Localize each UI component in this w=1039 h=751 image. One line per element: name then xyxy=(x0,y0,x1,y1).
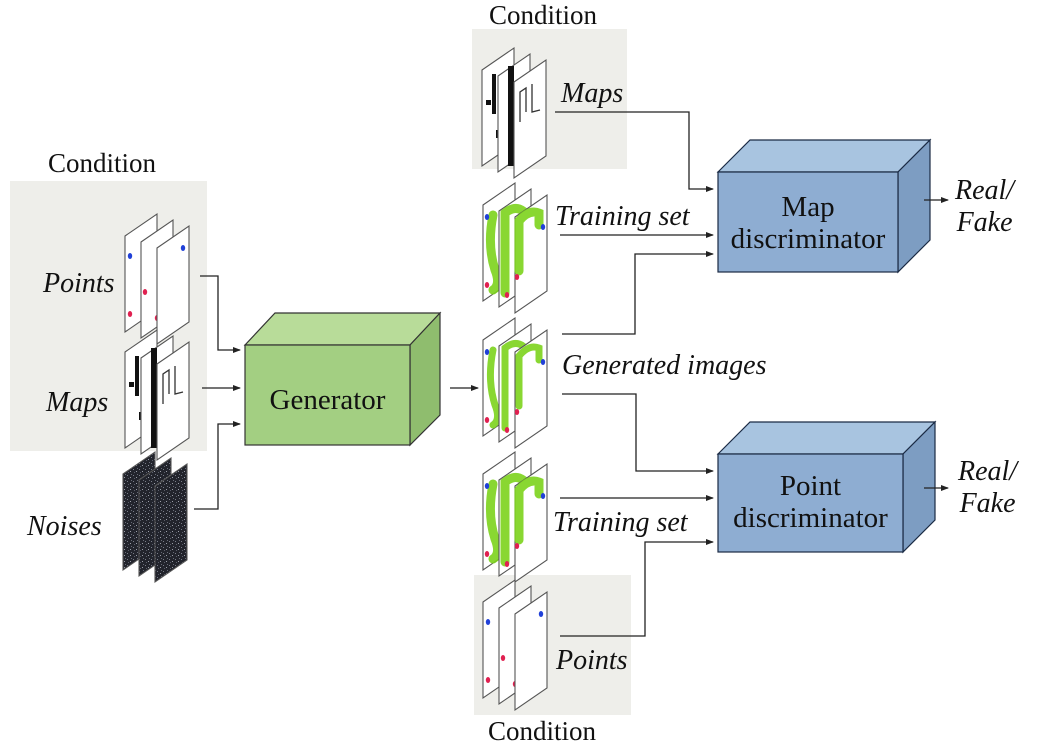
bottom-points-label: Points xyxy=(556,645,628,676)
generated-images-stack xyxy=(482,316,548,450)
point-discriminator-label-line2: discriminator xyxy=(733,502,888,535)
generated-to-map-discriminator-arrow xyxy=(562,251,714,335)
training-set-top-image-stack xyxy=(482,181,548,315)
map-output-real: Real/ xyxy=(955,175,1015,206)
point-discriminator-label-line1: Point xyxy=(779,470,842,502)
noises-to-generator-arrow xyxy=(194,421,241,510)
points-to-point-discriminator-arrow xyxy=(560,539,714,637)
map-discriminator-block xyxy=(716,138,932,274)
map-discriminator-label: Map discriminator xyxy=(718,191,898,256)
training-set-bottom-image-stack xyxy=(482,450,548,584)
training-set-top-label: Training set xyxy=(555,201,690,232)
top-maps-image-stack xyxy=(481,46,547,180)
noises-label: Noises xyxy=(27,511,102,542)
generated-images-label: Generated images xyxy=(562,350,767,381)
training-set-bottom-label: Training set xyxy=(553,507,688,538)
map-discriminator-label-line1: Map xyxy=(781,191,835,223)
left-maps-label: Maps xyxy=(46,387,109,418)
left-points-label: Points xyxy=(43,268,115,299)
point-discriminator-output: Real/ Fake xyxy=(958,456,1017,520)
bottom-condition-title: Condition xyxy=(488,716,597,746)
left-maps-image-stack xyxy=(124,328,190,462)
generated-to-point-discriminator-arrow xyxy=(562,393,714,474)
noises-image-stack xyxy=(122,450,188,584)
point-output-fake: Fake xyxy=(959,488,1016,520)
generator-block xyxy=(243,311,442,447)
bottom-points-image-stack xyxy=(482,578,548,712)
maps-to-map-discriminator-arrow xyxy=(555,111,714,192)
generator-label: Generator xyxy=(269,384,386,416)
top-condition-title: Condition xyxy=(489,0,598,30)
map-discriminator-output: Real/ Fake xyxy=(955,175,1014,239)
left-points-image-stack xyxy=(124,212,190,346)
top-maps-label: Maps xyxy=(561,78,624,109)
map-output-fake: Fake xyxy=(956,207,1013,239)
point-discriminator-label: Point discriminator xyxy=(718,470,903,535)
map-discriminator-label-line2: discriminator xyxy=(730,223,886,256)
points-to-generator-arrow xyxy=(200,275,241,353)
point-output-real: Real/ xyxy=(958,456,1018,487)
point-discriminator-block xyxy=(716,420,937,554)
left-condition-title: Condition xyxy=(48,148,157,178)
